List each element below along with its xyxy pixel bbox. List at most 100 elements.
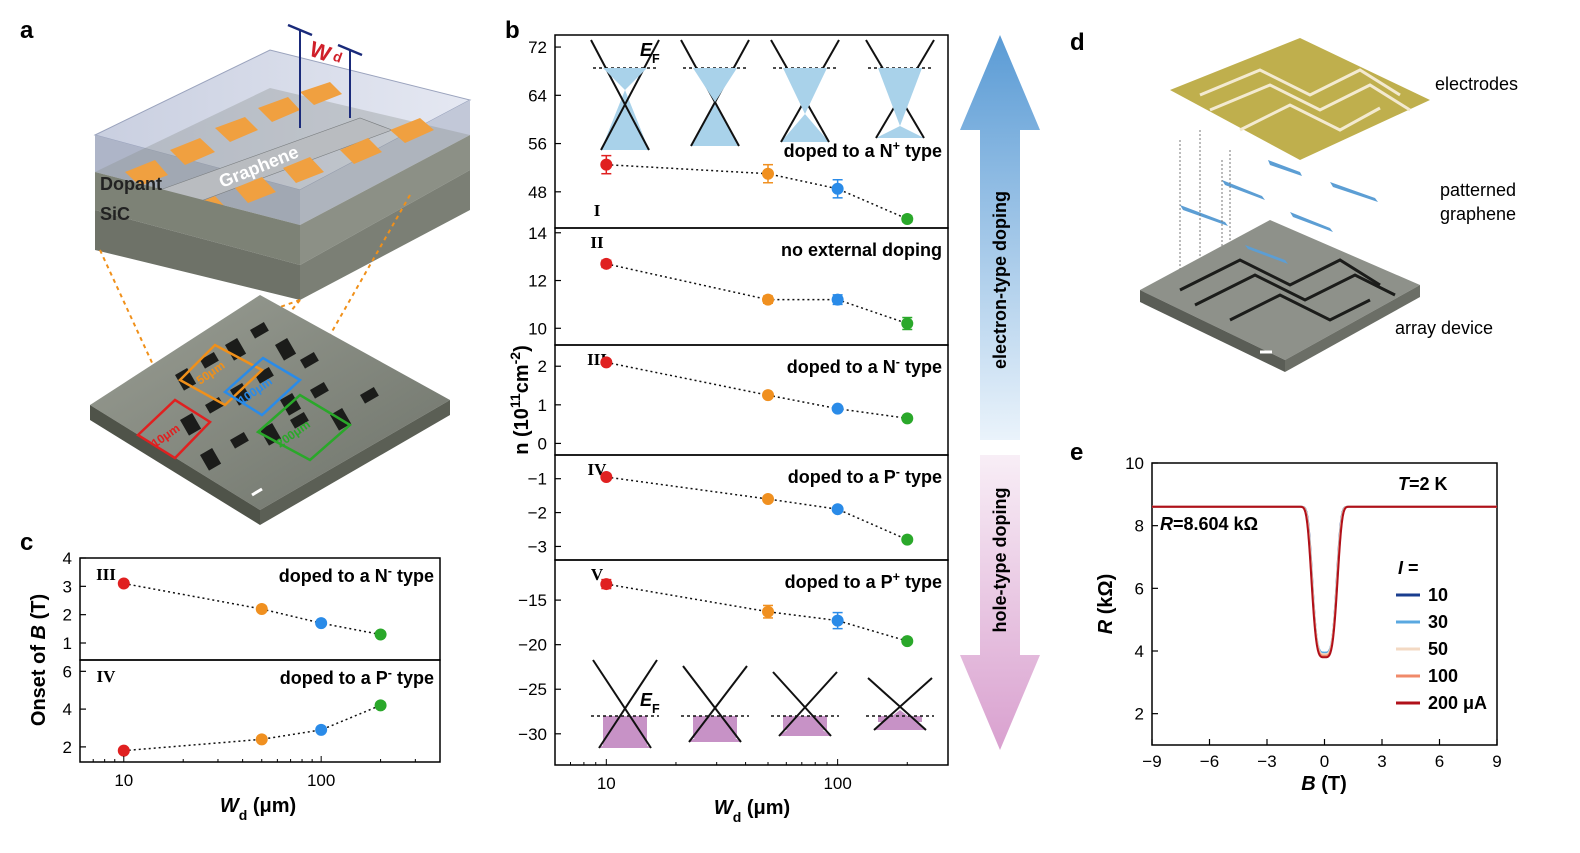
panel-b-ytick-label: −2 (528, 504, 547, 523)
panel-b-ytick-label: 48 (528, 183, 547, 202)
panel-e-temperature-label-part-1: =2 K (1409, 474, 1448, 494)
panel-b-annotation-IV-part-1: - (896, 465, 900, 479)
cone-edge-p (772, 671, 832, 737)
panel-e-ytick-label: 2 (1135, 705, 1144, 724)
dirac-cone-p (681, 665, 749, 743)
panel-c-ytick-label: 2 (63, 738, 72, 757)
cone-fill (876, 126, 924, 138)
region-box-50um (177, 343, 265, 407)
panel-c-point (255, 733, 268, 746)
panel-b-ytick-label: −1 (528, 470, 547, 489)
panel-b-ytick-label: 0 (538, 434, 547, 453)
cone-edge-p (592, 659, 652, 749)
panel-b-ytick-label: 10 (528, 319, 547, 338)
electrode-pattern (1199, 68, 1411, 132)
panel-b-annotation-V: doped to a P+ type (785, 570, 942, 592)
panel-b-annotation-V-part-0: doped to a P (785, 572, 893, 592)
cone-fill-top (783, 68, 827, 114)
chip-edge-left (90, 405, 260, 525)
panel-b-ytick-label: 72 (528, 38, 547, 57)
cone-edge-p (688, 665, 748, 743)
panel-b-annotation-III: doped to a N- type (787, 355, 942, 377)
panel-e-legend-label: 10 (1428, 585, 1448, 605)
panel-c-annotation-IV-part-2: type (392, 668, 434, 688)
panel-b-ytick-label: 14 (528, 224, 547, 243)
cone-fill-p-band (878, 716, 922, 722)
panel-c-roman-IV: IV (97, 667, 117, 686)
panel-b-ytick-label: 12 (528, 272, 547, 291)
panel-b-point (762, 167, 775, 180)
panel-e-resistance-label: R=8.604 kΩ (1160, 514, 1258, 534)
panel-c-trend-line (123, 704, 381, 752)
panel-b-point (600, 356, 613, 369)
wd-arrow-right (337, 43, 363, 57)
panel-e-ytick-label: 6 (1135, 579, 1144, 598)
panel-b-annotation-V-part-1: + (893, 570, 900, 584)
panel-b-annotation-III-part-1: - (896, 355, 900, 369)
panel-b-point (901, 412, 914, 425)
panel-b-ylabel-part-0: n (10 (511, 408, 533, 455)
panel-e-xtick-label: −6 (1200, 752, 1219, 771)
panel-c-ylabel-part-0: Onset of (28, 639, 50, 726)
dirac-cone-n (680, 39, 750, 147)
panel-c-point (315, 723, 328, 736)
panel-b-point (831, 293, 844, 306)
cone-edge (590, 39, 650, 151)
panel-c-annotation-IV: doped to a P- type (280, 666, 434, 688)
scale-bar-a (251, 487, 263, 497)
panel-e-xlabel-part-0: B (1301, 773, 1315, 795)
panel-c-xlabel-part-2: (μm) (247, 795, 296, 817)
panel-b-xlabel-part-0: W (714, 797, 735, 819)
dirac-cone-n (865, 39, 935, 139)
panel-c-xlabel-part-0: W (220, 795, 241, 817)
panel-c-point (255, 603, 268, 615)
panel-c-ylabel-part-1: B (28, 625, 50, 639)
dirac-cone-p (771, 671, 839, 737)
device-3d-illustration: Dopant SiC Graphene W d (90, 23, 472, 525)
panel-b-ytick-label: −15 (518, 591, 547, 610)
alignment-guides (1179, 130, 1231, 290)
panel-c-annotation-III: doped to a N- type (279, 564, 434, 586)
panel-b-ytick-label: 2 (538, 357, 547, 376)
panel-letter-b: b (505, 17, 520, 44)
panel-c-frame-IV (79, 659, 441, 763)
panel-e-resistance-label-part-1: =8.604 kΩ (1173, 514, 1258, 534)
label-array-device: array device (1395, 318, 1493, 338)
panel-b-trend-line (606, 583, 908, 642)
panel-c-point (315, 617, 328, 630)
panel-b-ylabel-part-2: cm (511, 364, 533, 393)
panel-e-xtick-label: −3 (1257, 752, 1276, 771)
panel-b-point (901, 533, 914, 546)
label-electrodes: electrodes (1435, 74, 1518, 94)
panel-b-point (831, 182, 844, 195)
panel-c-point (117, 577, 130, 590)
panel-b-ytick-label: 56 (528, 135, 547, 154)
chip-pattern (174, 322, 379, 471)
panel-b-point (831, 402, 844, 415)
panel-b-frame-V (554, 559, 949, 766)
label-dopant: Dopant (100, 174, 162, 194)
panel-e-temperature-label: T=2 K (1398, 474, 1448, 494)
panel-b-trend-line (606, 476, 908, 541)
panel-e-ylabel-part-1: (kΩ) (1095, 574, 1117, 620)
panel-b-ytick-label: −30 (518, 725, 547, 744)
panel-c-trend-line (123, 582, 381, 636)
dirac-cone-p (591, 659, 659, 749)
dirac-cone-n (590, 39, 660, 151)
panel-b-trend-line (606, 361, 908, 420)
panel-b-roman-V: V (591, 565, 604, 584)
chip-edge-right (260, 400, 450, 525)
fermi-label-p-part-1: F (652, 702, 660, 716)
panel-b-point (901, 212, 914, 225)
panel-e-xlabel-part-1: (T) (1316, 773, 1347, 795)
panel-letter-d: d (1070, 29, 1085, 56)
cone-fill (691, 102, 739, 146)
sic-layer-side (300, 170, 470, 300)
panel-e-legend-label: 50 (1428, 639, 1448, 659)
region-box-100um (222, 356, 303, 417)
panel-b-point (762, 605, 775, 618)
array-chip-top (1140, 220, 1420, 360)
zoom-guide-left-1 (99, 249, 161, 381)
